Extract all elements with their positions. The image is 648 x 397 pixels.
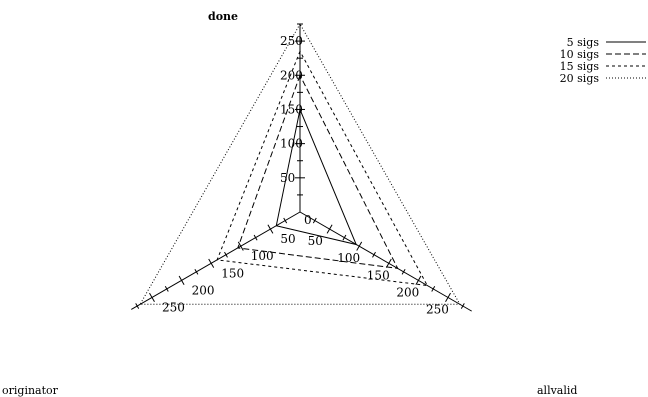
minor-tick-allvalid-225	[431, 286, 436, 292]
tick-originator-150	[208, 258, 215, 268]
labels-layer: 50 100 150 200 250 50 100 150 200 250 50 100 150 200 2…	[2, 10, 577, 397]
axes-layer	[131, 23, 472, 312]
axis-name-allvalid: allvalid	[537, 384, 577, 397]
tick-label-allvalid-50: 50	[308, 234, 323, 248]
axis-name-done: done	[208, 10, 238, 23]
tick-label-originator-50: 50	[280, 232, 295, 246]
legend-label-4: 20 sigs	[560, 72, 600, 85]
minor-tick-originator-275	[135, 303, 140, 309]
tick-originator-50	[267, 224, 274, 234]
tick-label-allvalid-200: 200	[396, 285, 419, 299]
minor-tick-allvalid-25	[312, 217, 317, 224]
tick-label-done-200: 200	[280, 68, 303, 82]
tick-label-allvalid-150: 150	[367, 268, 390, 282]
tick-label-done-150: 150	[280, 102, 303, 116]
legend-label-1: 5 sigs	[567, 36, 600, 49]
minor-tick-allvalid-275	[460, 303, 465, 309]
tick-label-originator-250: 250	[162, 300, 185, 314]
tick-label-done-250: 250	[280, 34, 303, 48]
series-polygon-3	[216, 50, 429, 287]
minor-tick-originator-75	[253, 234, 258, 241]
tick-originator-100	[237, 241, 244, 251]
minor-tick-originator-125	[224, 251, 228, 258]
series-layer	[139, 22, 461, 305]
tick-label-origin-0: 0	[304, 213, 312, 227]
tick-label-originator-150: 150	[221, 266, 244, 280]
minor-tick-originator-225	[164, 286, 169, 292]
legend-label-2: 10 sigs	[560, 48, 600, 61]
tick-allvalid-200	[415, 275, 422, 285]
tick-allvalid-50	[326, 224, 333, 234]
tick-originator-250	[149, 292, 155, 303]
minor-tick-originator-175	[194, 268, 199, 275]
tick-label-originator-200: 200	[192, 283, 215, 297]
series-polygon-2	[237, 74, 399, 270]
minor-tick-allvalid-75	[342, 234, 347, 241]
minor-tick-originator-25	[283, 217, 288, 224]
tick-originator-200	[178, 275, 185, 285]
axis-line-allvalid	[299, 211, 472, 312]
tick-label-allvalid-100: 100	[337, 251, 360, 265]
minor-tick-allvalid-125	[372, 251, 376, 258]
minor-tick-allvalid-175	[401, 268, 406, 275]
tick-allvalid-250	[445, 292, 451, 303]
tick-label-originator-100: 100	[251, 249, 274, 263]
tick-label-done-50: 50	[280, 171, 295, 185]
tick-allvalid-150	[385, 258, 392, 268]
series-polygon-1	[275, 107, 358, 246]
tick-allvalid-100	[356, 241, 363, 251]
tick-label-done-100: 100	[280, 137, 303, 151]
tick-label-allvalid-250: 250	[426, 302, 449, 316]
axis-name-originator: originator	[2, 384, 59, 397]
legend-label-3: 15 sigs	[560, 60, 600, 73]
axis-line-originator	[131, 211, 301, 310]
